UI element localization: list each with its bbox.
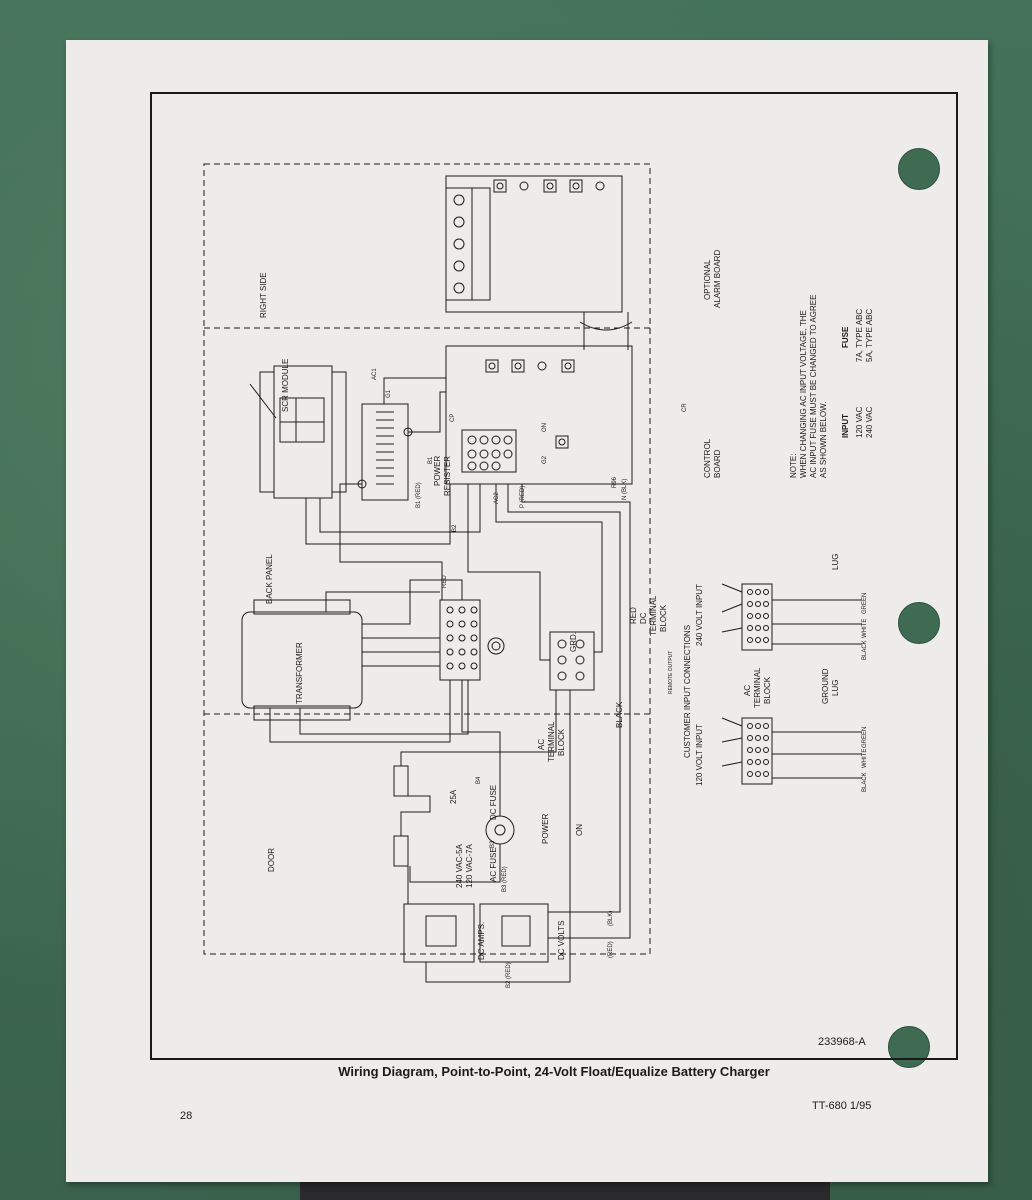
ac-terminal-block-label: AC: [537, 739, 546, 750]
wiring-diagram: RIGHT SIDE BACK PANEL DOOR SCR MODULE PO…: [203, 163, 874, 988]
wire-tag-red: RED: [442, 575, 448, 588]
page-number: 28: [180, 1110, 193, 1122]
optional-alarm-label: OPTIONAL: [703, 259, 712, 300]
wire-tag-cp: CP: [450, 414, 456, 422]
cust-ac-tb-label-3: BLOCK: [763, 676, 772, 704]
ac-fuse-rating-label-2: 120 VAC-7A: [465, 843, 474, 888]
figure-caption: Wiring Diagram, Point-to-Point, 24-Volt …: [338, 1064, 770, 1079]
black-wire-label: BLACK: [615, 701, 624, 728]
binder-hole-bottom: [888, 1026, 930, 1068]
white-240-label: WHITE: [862, 619, 868, 638]
green-240-label: GREEN: [862, 593, 868, 614]
binder-hole-middle: [898, 602, 940, 644]
dc-terminal-block-red-label: RED: [629, 607, 638, 624]
green-120-label: GREEN: [862, 727, 868, 748]
customer-input-title: CUSTOMER INPUT CONNECTIONS: [683, 625, 692, 758]
black-240-label: BLACK: [862, 640, 868, 660]
black-120-label: BLACK: [862, 772, 868, 792]
dc-fuse-label: DC FUSE: [489, 785, 498, 820]
wire-tag-on: ON: [542, 423, 548, 432]
wire-tag-n-blk: N (BLK): [622, 479, 628, 500]
section-label-door: DOOR: [267, 848, 276, 872]
ground-label: GRD.: [569, 632, 578, 652]
scr-module-label: SCR MODULE: [281, 359, 290, 412]
note-row-2-input: 240 VAC: [865, 406, 874, 438]
control-board-label-2: BOARD: [713, 449, 722, 478]
wire-tag-ac1: AC1: [372, 368, 378, 380]
transformer-label: TRANSFORMER: [295, 642, 304, 704]
dc-amps-label: DC AMPS.: [477, 922, 486, 960]
note-line-2: WHEN CHANGING AC INPUT VOLTAGE, THE: [799, 310, 808, 478]
power-resister-label-2: RESISTER: [443, 456, 452, 496]
remote-output-label: REMOTE OUTPUT: [668, 651, 674, 694]
wire-tag-b3-red: B3 (RED): [502, 866, 508, 892]
dc-volts-label: DC VOLTS: [557, 921, 566, 960]
note-line-3: AC INPUT FUSE MUST BE CHANGED TO AGREE: [809, 295, 818, 478]
dc-terminal-block-label: DC: [639, 612, 648, 624]
ac-terminal-block-label-2: TERMINAL: [547, 721, 556, 762]
optional-alarm-label-2: ALARM BOARD: [713, 250, 722, 308]
v240-input-label: 240 VOLT INPUT: [695, 584, 704, 646]
dc-fuse-rating-label: 25A: [449, 789, 458, 804]
note-header-input: INPUT: [841, 414, 850, 438]
wire-tag-ac2: AC2: [494, 492, 500, 504]
wire-tag-b3: B3: [490, 840, 496, 848]
diagram-border: [150, 92, 958, 1060]
dc-terminal-block-label-3: BLOCK: [659, 604, 668, 632]
power-resister-label: POWER: [433, 456, 442, 486]
dc-terminal-block-label-2: TERMINAL: [649, 595, 658, 636]
section-label-right-side: RIGHT SIDE: [259, 272, 268, 318]
note-line-4: AS SHOWN BELOW.: [819, 402, 828, 478]
section-label-back-panel: BACK PANEL: [265, 554, 274, 604]
wire-tag-b1-red: B1 (RED): [416, 482, 422, 508]
lug-label: LUG: [831, 554, 840, 570]
wire-tag-p-red: P (RED): [520, 486, 526, 508]
cust-ac-tb-label-2: TERMINAL: [753, 667, 762, 708]
wire-tag-g2: G2: [542, 455, 548, 464]
note-row-1-fuse: 7A, TYPE ABC: [855, 309, 864, 362]
note-row-2-fuse: 5A, TYPE ABC: [865, 309, 874, 362]
ac-fuse-label: AC FUSE: [489, 847, 498, 882]
wire-tag-r96: R96: [612, 476, 618, 488]
document-reference: TT-680 1/95: [812, 1100, 872, 1112]
white-120-label: WHITE: [862, 749, 868, 768]
wire-tag-cr: CR: [682, 403, 688, 412]
wire-tag-b2-red: B2 (RED): [506, 962, 512, 988]
note-line-1: NOTE:: [789, 454, 798, 478]
wire-tag-b4: B4: [476, 776, 482, 784]
note-header-fuse: FUSE: [841, 326, 850, 348]
cust-ac-tb-label: AC: [743, 685, 752, 696]
control-board-label: CONTROL: [703, 438, 712, 478]
ground-lug-label: GROUND: [821, 668, 830, 704]
wire-tag-b1: B1: [428, 456, 434, 464]
wire-tag-g1: G1: [386, 389, 392, 398]
wire-tag-red-paren: (RED): [608, 941, 614, 958]
binder-hole-top: [898, 148, 940, 190]
ground-lug-label-2: LUG: [831, 680, 840, 696]
power-switch-label: POWER: [541, 814, 550, 844]
note-row-1-input: 120 VAC: [855, 406, 864, 438]
ac-terminal-block-label-3: BLOCK: [557, 728, 566, 756]
drawing-number: 233968-A: [818, 1036, 866, 1048]
v120-input-label: 120 VOLT INPUT: [695, 724, 704, 786]
wire-tag-b2: B2: [452, 524, 458, 532]
ac-fuse-rating-label: 240 VAC-5A: [455, 843, 464, 888]
wire-tag-blk: (BLK): [608, 911, 614, 926]
display-stand: [300, 1178, 830, 1200]
power-on-label: ON: [575, 824, 584, 836]
manual-page: RIGHT SIDE BACK PANEL DOOR SCR MODULE PO…: [66, 40, 988, 1182]
